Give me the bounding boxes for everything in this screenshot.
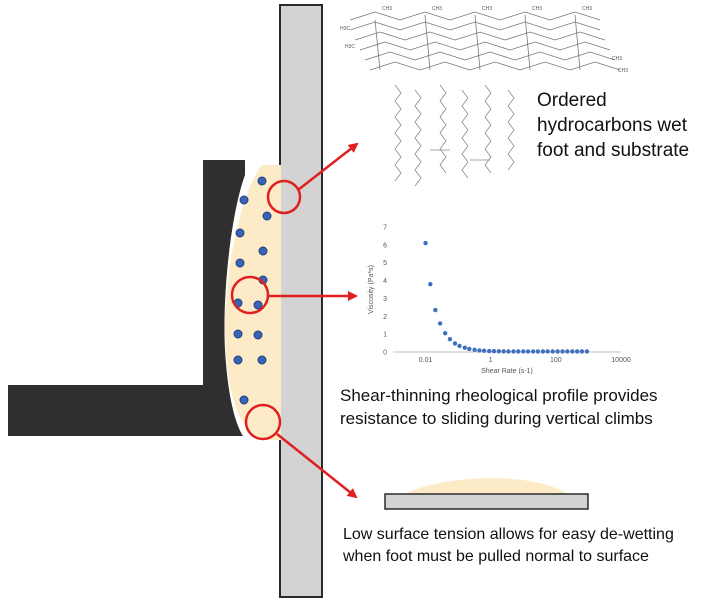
x-tick-label: 0.01 [419,357,433,364]
zoom-circle-bottom [244,403,282,441]
foot-silhouette [8,160,245,436]
data-point [491,348,497,354]
particle [239,395,249,405]
y-tick-label: 6 [383,242,387,249]
y-tick-label: 4 [383,278,387,285]
particle-group [233,176,272,405]
data-point [521,349,526,354]
particle [257,355,267,365]
data-point [530,349,536,354]
y-tick-label: 0 [383,350,387,357]
methyl-label: CH3 [612,56,622,62]
methyl-label: CH3 [532,6,542,12]
data-point [437,321,443,326]
hydrocarbon-chains [394,84,515,187]
data-point [550,349,555,354]
surface-tension-caption: Low surface tension allows for easy de-w… [343,526,674,565]
data-point [506,349,511,354]
particle [258,246,268,256]
data-point [496,349,502,354]
data-point [477,348,482,353]
data-point [501,349,506,354]
particle [257,176,267,186]
x-tick-label: 100 [550,357,562,364]
data-point [574,349,580,354]
data-point [535,349,541,354]
particle [235,228,245,238]
zoom-circle-top [266,179,302,215]
data-point [487,348,492,354]
arrow-to-hydrocarbons [297,142,359,191]
methyl-label: CH3 [618,68,628,74]
y-tick-label: 2 [383,314,387,321]
data-point [511,349,516,354]
horizontal-substrate [384,493,589,510]
data-point [467,346,472,352]
particle [253,330,263,340]
data-point [462,345,467,350]
data-point [428,281,433,287]
particle [253,300,263,310]
x-tick-label: 10000 [611,357,631,364]
data-point [555,349,560,354]
methyl-label: CH3 [382,6,392,12]
methyl-label-left: H3C [345,44,355,50]
particle [239,195,249,205]
methyl-label: CH3 [582,6,592,12]
y-axis-label: Viscosity (Pa*s) [368,265,375,314]
arrow-to-dewetting [276,433,358,499]
data-point [579,349,585,354]
data-point [423,240,428,246]
methyl-label: CH3 [482,6,492,12]
data-point [545,349,550,354]
data-point [433,307,438,313]
particle [235,258,245,268]
vertical-substrate [279,4,323,598]
data-point [457,343,462,349]
y-tick-label: 3 [383,296,387,303]
hydrocarbon-lattice [349,11,621,71]
data-point [447,336,453,342]
data-point [442,331,448,336]
particle [233,329,243,339]
data-point [452,341,458,346]
x-axis-label: Shear Rate (s-1) [481,368,533,375]
x-tick-label: 1 [489,357,493,364]
particle [262,211,272,221]
y-tick-label: 1 [383,332,387,339]
data-point [584,349,590,354]
droplet [405,478,567,494]
shear-thinning-caption: Shear-thinning rheological profile provi… [340,386,658,428]
methyl-label-left: H3C [340,26,350,32]
data-point [570,349,575,354]
data-point [540,349,546,354]
particle [233,355,243,365]
data-point [560,349,565,354]
hydrocarbon-caption: Ordered hydrocarbons wet foot and substr… [537,90,690,161]
y-tick-label: 5 [383,260,387,267]
data-point [525,349,531,354]
data-point [481,348,487,353]
y-tick-label: 7 [383,225,387,232]
data-point [516,349,521,354]
data-point [472,347,477,353]
data-point [565,349,570,354]
methyl-label: CH3 [432,6,442,12]
